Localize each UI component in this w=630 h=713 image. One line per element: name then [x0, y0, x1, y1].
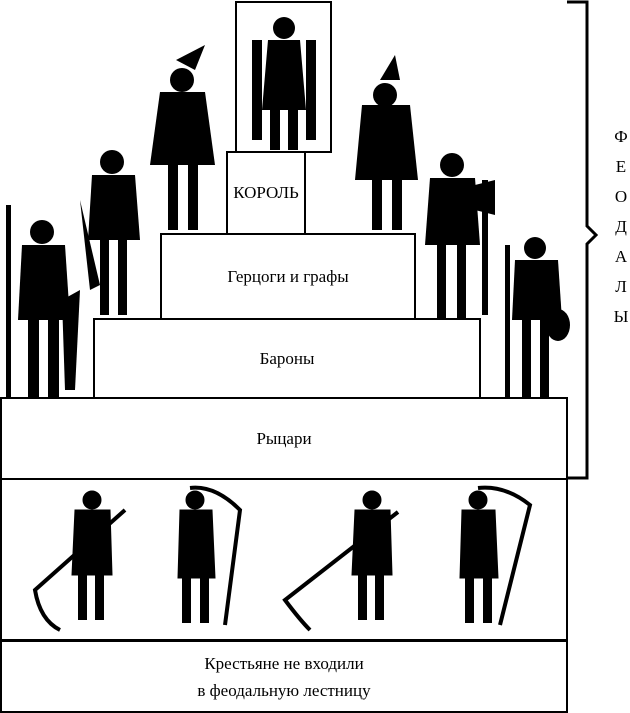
noble-figure-right-top [355, 55, 418, 230]
feudal-letter: Ы [613, 307, 629, 326]
peasants-caption: Крестьяне не входили в феодальную лестни… [0, 640, 568, 713]
peasant-figure-1 [32, 490, 127, 632]
feudal-letter: Е [615, 157, 627, 176]
level-king: КОРОЛЬ [226, 151, 306, 235]
feudal-bracket [567, 0, 599, 480]
level-dukes: Герцоги и графы [160, 233, 416, 320]
soldier-figure-left [6, 205, 80, 397]
peasant-figure-2 [177, 485, 243, 626]
feudal-letter: Д [615, 217, 627, 236]
feudal-letter: О [614, 187, 628, 206]
feudal-letter: Ф [614, 127, 628, 146]
peasant-figure-4 [459, 485, 533, 626]
noble-figure-left-top [150, 45, 215, 230]
knight-figure-left [80, 150, 140, 315]
level-knights: Рыцари [0, 397, 568, 480]
feudal-letter: А [614, 247, 628, 266]
caption-line: Крестьяне не входили [204, 653, 364, 673]
caption-line: в феодальную лестницу [197, 680, 371, 700]
feudal-letter: Л [615, 277, 627, 296]
king-figure [252, 17, 316, 150]
knight-figure-right [425, 153, 495, 318]
feudal-label: Ф Е О Д А Л Ы [611, 122, 630, 332]
peasant-figure-3 [282, 490, 400, 632]
soldier-figure-right [505, 237, 570, 397]
level-barons: Бароны [93, 318, 481, 399]
